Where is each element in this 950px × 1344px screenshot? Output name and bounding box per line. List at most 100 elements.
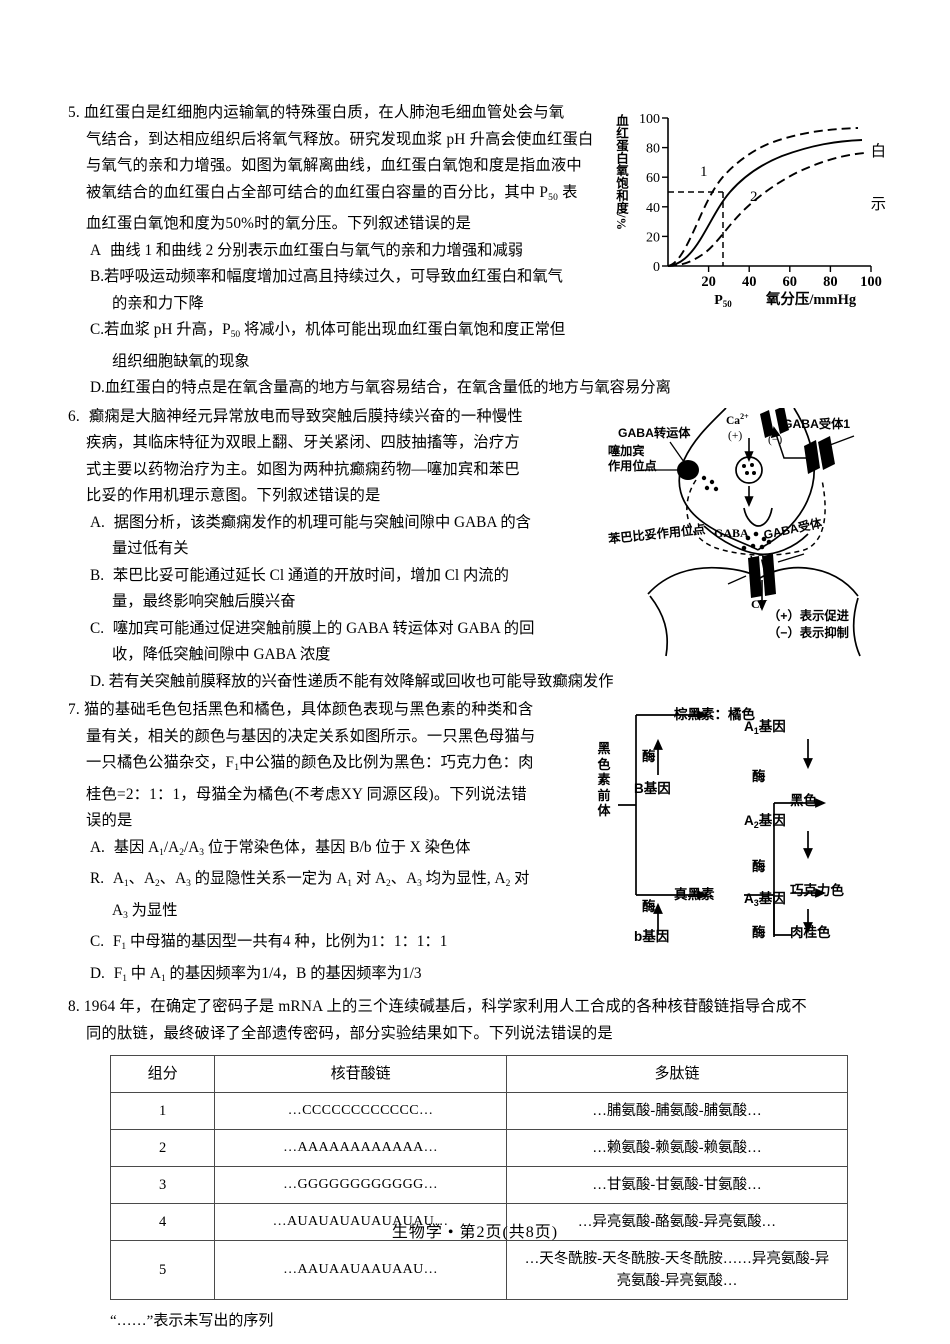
q5-stem-line-3: 与氧气的亲和力增强。如图为氧解离曲线，血红蛋白氧饱和度是指血液中: [86, 157, 582, 174]
margin-char-2: 示: [870, 196, 886, 213]
row-1-component: 1: [109, 1092, 216, 1130]
q5-option-a: A 曲线 1 和曲线 2 分别表示血红蛋白与氧气的亲和力增强和减弱: [68, 238, 628, 265]
curve-1-label: 1: [700, 164, 708, 180]
row-5-peptide: …天冬酰胺-天冬酰胺-天冬酰胺……异亮氨酸-异亮氨酸-异亮氨酸…: [505, 1240, 849, 1300]
gaba-transporter-label: GABA转运体: [618, 425, 691, 440]
table-row: 1 …CCCCCCCCCCCC… …脯氨酸-脯氨酸-脯氨酸…: [109, 1092, 849, 1130]
row-3-chain: …GGGGGGGGGGGG…: [214, 1166, 507, 1204]
q6-stem-line-4: 比妥的作用机理示意图。下列叙述错误的是: [86, 487, 381, 504]
svg-text:80: 80: [823, 274, 838, 290]
pheomelanin-label: 棕黑素：橘色: [674, 707, 755, 722]
q7-number: 7.: [68, 701, 80, 718]
table-row: 4 …AUAUAUAUAUAUAU… …异亮氨酸-酪氨酸-异亮氨酸…: [109, 1203, 849, 1241]
q5-option-d: D.血红蛋白的特点是在氧含量高的地方与氧容易结合，在氧含量低的地方与氧容易分离: [68, 375, 908, 402]
q6-stem-line-2: 疾病，其临床特征为双眼上翻、牙关紧闭、四肢抽搐等，治疗方: [86, 434, 520, 451]
svg-text:100: 100: [639, 112, 660, 127]
row-2-peptide: …赖氨酸-赖氨酸-赖氨酸…: [505, 1129, 849, 1167]
q5-option-b-cont: 的亲和力下降: [112, 294, 204, 312]
gene-b-label: b基因: [634, 929, 670, 944]
q7-stem-line-5: 误的是: [86, 812, 133, 829]
q6-stem-line-1: 6. 癫痫是大脑神经元异常放电而导致突触后膜持续兴奋的一种慢性: [68, 404, 620, 431]
q6-option-d-text: 若有关突触前膜释放的兴奋性递质不能有效降解或回收也可能导致癫痫发作: [108, 672, 614, 690]
row-3-component: 3: [109, 1166, 216, 1204]
black-color-label: 黑色: [790, 793, 817, 808]
eumelanin-label: 真黑素: [674, 887, 715, 902]
enzyme-label-1: 酶: [642, 749, 656, 764]
q6-option-d: D. 若有关突触前膜释放的兴奋性递质不能有效降解或回收也可能导致癫痫发作: [68, 669, 908, 696]
q6-option-c-cont: 收，降低突触间隙中 GABA 浓度: [112, 646, 331, 663]
row-2-chain: …AAAAAAAAAAAA…: [214, 1129, 507, 1167]
table-note: “……”表示未写出的序列: [110, 1313, 274, 1329]
question-5: 血红蛋白氧饱和度/% 0 20 40 60: [68, 100, 886, 402]
enzyme-label-2: 酶: [642, 899, 656, 914]
q8-number: 8.: [68, 998, 80, 1015]
row-2-component: 2: [109, 1129, 216, 1167]
q5-option-b-text: 若呼吸运动频率和幅度增加过高且持续过久，可导致血红蛋白和氧气: [104, 268, 563, 285]
cinnamon-color-label: 肉桂色: [790, 925, 831, 940]
row-1-chain: …CCCCCCCCCCCC…: [214, 1092, 507, 1130]
q7-stem-line-3: 一只橘色公猫杂交，F1中公猫的颜色及比例为黑色：巧克力色：肉: [86, 754, 534, 773]
row-5-component: 5: [109, 1240, 216, 1300]
q5-option-c: C.若血浆 pH 升高，P50 将减小，机体可能出现血红蛋白氧饱和度正常但: [90, 321, 566, 340]
q7-stem-line-4: 桂色=2：1：1，母猫全为橘色(不考虑XY 同源区段)。下列说法错: [86, 785, 527, 803]
q6-option-c-label: C.: [90, 619, 105, 637]
q5-option-a-label: A: [90, 241, 101, 259]
plus-sign-label: (+): [728, 429, 743, 442]
gene-A2-label: A2基因: [744, 813, 786, 830]
q6-option-b-cont: 量，最终影响突触后膜兴奋: [112, 593, 296, 610]
q7-option-a: A. 基因 A1/A2/A3 位于常染色体，基因 B/b 位于 X 染色体: [90, 838, 471, 858]
row-4-peptide: …异亮氨酸-酪氨酸-异亮氨酸…: [505, 1203, 849, 1241]
chart-x-axis-label: 氧分压/mmHg: [765, 290, 857, 308]
q5-option-c-cont: 组织细胞缺氧的现象: [112, 352, 250, 370]
calcium-ion-label: Ca2+: [726, 411, 749, 427]
svg-text:20: 20: [701, 274, 716, 290]
q8-stem-line-1: 8. 1964 年，在确定了密码子是 mRNA 上的三个连续碱基后，科学家利用人…: [68, 994, 886, 1021]
table-header-row: 组分 核苷酸链 多肽链: [109, 1055, 849, 1093]
q7-option-d: D. F1 中 A1 的基因频率为1/4，B 的基因频率为1/3: [90, 964, 422, 984]
question-6-body: 6. 癫痫是大脑神经元异常放电而导致突触后膜持续兴奋的一种慢性 疾病，其临床特征…: [68, 404, 620, 696]
q6-option-c: C. 噻加宾可能通过促进突触前膜上的 GABA 转运体对 GABA 的回: [68, 616, 620, 643]
q8-stem-line-2: 同的肽链，最终破译了全部遗传密码，部分实验结果如下。下列说法错误的是: [86, 1024, 613, 1042]
q5-option-b: B.若呼吸运动频率和幅度增加过高且持续过久，可导致血红蛋白和氧气: [68, 264, 628, 291]
q6-number: 6.: [68, 407, 80, 425]
enzyme-label-5: 酶: [752, 925, 766, 940]
q7-option-a-label: A.: [90, 838, 105, 856]
q6-option-d-label: D.: [90, 672, 105, 690]
q6-option-a: A. 据图分析，该类癫痫发作的机理可能与突触间隙中 GABA 的含: [68, 510, 620, 537]
q5-option-d-text: 血红蛋白的特点是在氧含量高的地方与氧容易结合，在氧含量低的地方与氧容易分离: [104, 379, 671, 396]
q6-option-a-text: 据图分析，该类癫痫发作的机理可能与突触间隙中 GABA 的含: [113, 513, 531, 531]
q5-stem-line-5: 血红蛋白氧饱和度为50%时的氧分压。下列叙述错误的是: [86, 215, 472, 232]
q6-option-b-text: 苯巴比妥可能通过延长 Cl 通道的开放时间，增加 Cl 内流的: [112, 566, 509, 584]
question-5-body: 5. 血红蛋白是红细胞内运输氧的特殊蛋白质，在人肺泡毛细血管处会与氧 气结合，到…: [68, 100, 671, 402]
svg-text:40: 40: [742, 274, 757, 290]
question-7: 黑色素前体 棕黑素：橘色 酶 B基因 酶 b基因 真黑素 A1基因 酶 黑色 A…: [68, 697, 886, 992]
gene-A1-label: A1基因: [744, 719, 786, 736]
tiagabine-site-label: 噻加宾 作用位点: [608, 443, 657, 473]
legend-minus: （−）表示抑制: [768, 625, 849, 640]
q6-stem-line-3: 式主要以药物治疗为主。如图为两种抗癫痫药物—噻加宾和苯巴: [86, 460, 520, 478]
q7-stem-text-1: 猫的基础毛色包括黑色和橘色，具体颜色表现与黑色素的种类和含: [83, 701, 534, 718]
q5-option-c-label: C.: [90, 321, 105, 338]
q7-option-d-label: D.: [90, 964, 105, 982]
q6-option-b-label: B.: [90, 566, 105, 584]
table-header-polypeptide: 多肽链: [505, 1055, 849, 1093]
q5-option-a-text: 曲线 1 和曲线 2 分别表示血红蛋白与氧气的亲和力增强和减弱: [110, 241, 524, 259]
melanin-precursor-label: 黑色素前体: [597, 741, 611, 818]
q6-option-c-text: 噻加宾可能通过促进突触前膜上的 GABA 转运体对 GABA 的回: [112, 619, 535, 637]
q7-option-r-cont: A3 为显性: [112, 901, 178, 921]
q6-stem-text-1: 癫痫是大脑神经元异常放电而导致突触后膜持续兴奋的一种慢性: [88, 407, 523, 425]
q6-option-a-label: A.: [90, 513, 105, 531]
row-3-peptide: …甘氨酸-甘氨酸-甘氨酸…: [505, 1166, 849, 1204]
q5-option-b-label: B.: [90, 268, 105, 285]
q5-option-d-label: D.: [90, 379, 105, 396]
svg-text:0: 0: [653, 260, 660, 275]
q7-stem-line-2: 量有关，相关的颜色与基因的决定关系如图所示。一只黑色母猫与: [86, 727, 536, 745]
q6-option-a-cont: 量过低有关: [112, 540, 189, 557]
q6-option-b: B. 苯巴比妥可能通过延长 Cl 通道的开放时间，增加 Cl 内流的: [68, 563, 620, 590]
legend-plus: （+）表示促进: [768, 608, 849, 623]
gaba-label: GABA: [714, 525, 749, 540]
page-footer: 生物学 • 第2页(共8页): [391, 1224, 559, 1241]
q5-stem-text-1: 血红蛋白是红细胞内运输氧的特殊蛋白质，在人肺泡毛细血管处会与氧: [83, 104, 565, 121]
row-1-peptide: …脯氨酸-脯氨酸-脯氨酸…: [505, 1092, 849, 1130]
